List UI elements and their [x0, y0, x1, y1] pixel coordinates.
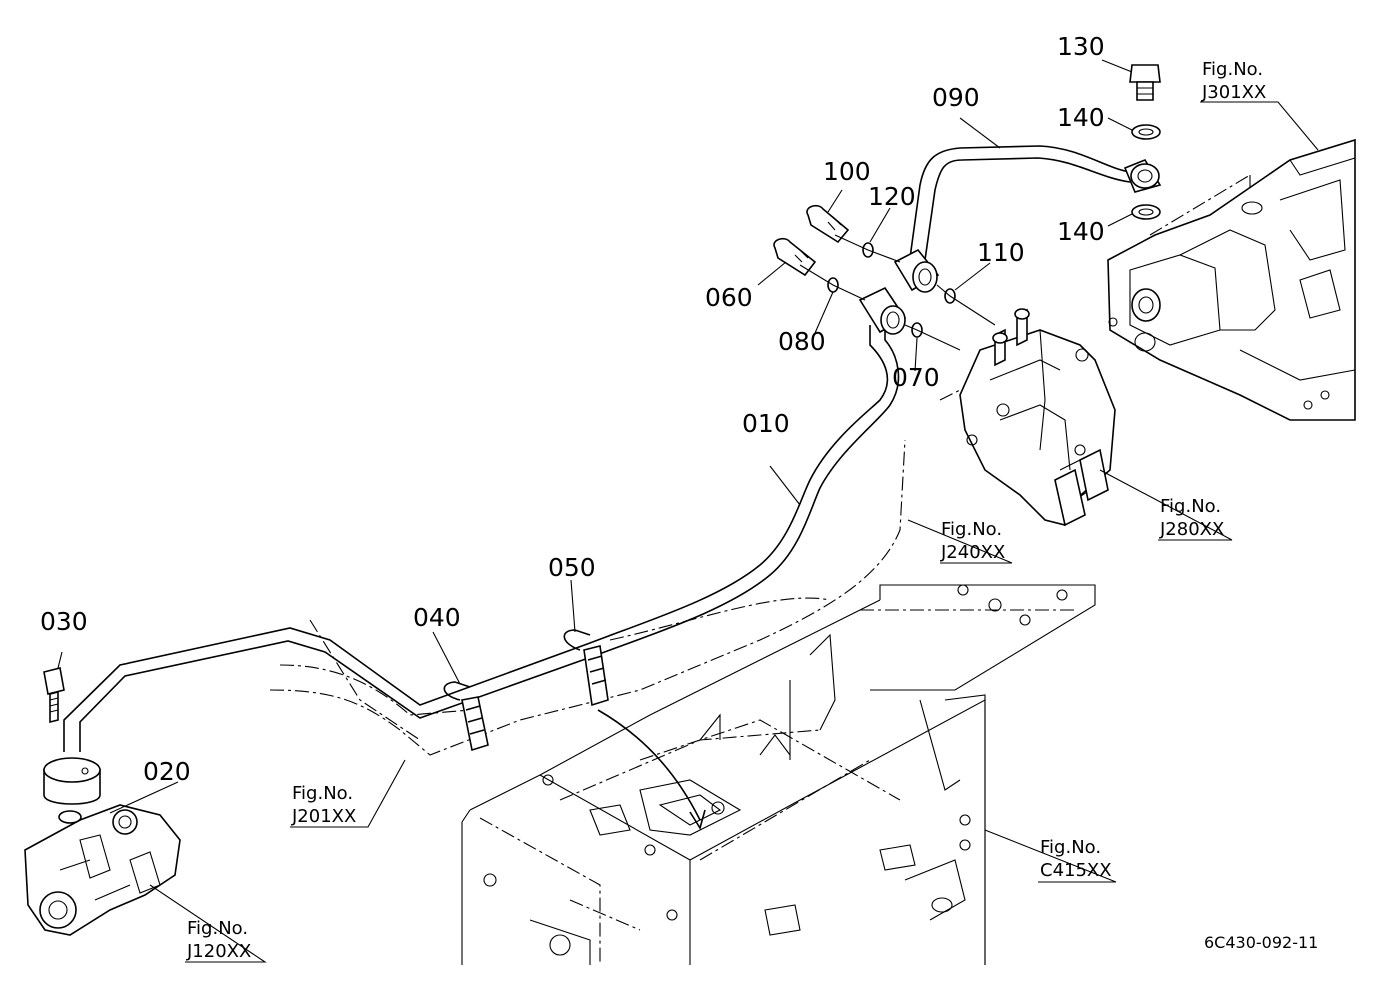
- washer-140-lower: [1131, 204, 1161, 220]
- callout-110: 110: [977, 238, 1025, 267]
- callout-050: 050: [548, 553, 596, 582]
- callout-100: 100: [823, 157, 871, 186]
- control-valve: [959, 308, 1116, 527]
- banjo-eye-pto: [1123, 159, 1162, 193]
- figure-references: Fig.No. J301XX Fig.No. J280XX Fig.No. J2…: [186, 59, 1266, 962]
- detail-arrow-head: [689, 809, 706, 830]
- pipe-010: [63, 322, 900, 752]
- fig-prefix-j120: Fig.No.: [187, 918, 248, 939]
- hydraulic-pump: [24, 804, 181, 936]
- clamp-040: [443, 681, 489, 752]
- o-ring-020: [58, 810, 82, 824]
- callout-040: 040: [413, 603, 461, 632]
- callout-060: 060: [705, 283, 753, 312]
- fig-prefix-c415: Fig.No.: [1040, 837, 1101, 858]
- fig-prefix-j240: Fig.No.: [941, 519, 1002, 540]
- callout-090: 090: [932, 83, 980, 112]
- callout-020: 020: [143, 757, 191, 786]
- leader-lines: [57, 59, 1319, 963]
- flange-block: [43, 757, 101, 805]
- callout-130: 130: [1057, 32, 1105, 61]
- bolt-130: [1129, 64, 1161, 101]
- callout-120: 120: [868, 182, 916, 211]
- fig-ref-j120: J120XX: [186, 941, 251, 962]
- bolt-030: [43, 667, 65, 724]
- fig-ref-c415: C415XX: [1040, 860, 1112, 881]
- banjo-bolt-060: [773, 237, 817, 277]
- callout-070: 070: [892, 363, 940, 392]
- callout-140-upper: 140: [1057, 103, 1105, 132]
- callout-080: 080: [778, 327, 826, 356]
- fig-ref-j280: J280XX: [1159, 519, 1224, 540]
- rear-housing: [1107, 138, 1356, 421]
- part-callouts: 010 020 030 040 050 060 070 080 090 100 …: [40, 32, 1105, 786]
- callout-030: 030: [40, 607, 88, 636]
- frame-assembly: [461, 584, 1096, 965]
- fig-ref-j240: J240XX: [940, 542, 1005, 563]
- drawing-number: 6C430-092-11: [1204, 933, 1318, 952]
- callout-010: 010: [742, 409, 790, 438]
- banjo-bolt-100: [806, 204, 850, 244]
- banjo-eye-010: [858, 286, 907, 335]
- fig-prefix-j201: Fig.No.: [292, 783, 353, 804]
- reference-lines: [269, 174, 1251, 756]
- pipe-090: [909, 145, 1131, 261]
- clamp-050: [563, 629, 609, 707]
- washer-140-upper: [1131, 124, 1161, 140]
- banjo-eye-090: [893, 248, 940, 293]
- fig-prefix-j280: Fig.No.: [1160, 496, 1221, 517]
- callout-140-lower: 140: [1057, 217, 1105, 246]
- fig-prefix-j301: Fig.No.: [1202, 59, 1263, 80]
- fig-ref-j301: J301XX: [1201, 82, 1266, 103]
- fig-ref-j201: J201XX: [291, 806, 356, 827]
- detail-arrow: [597, 709, 701, 821]
